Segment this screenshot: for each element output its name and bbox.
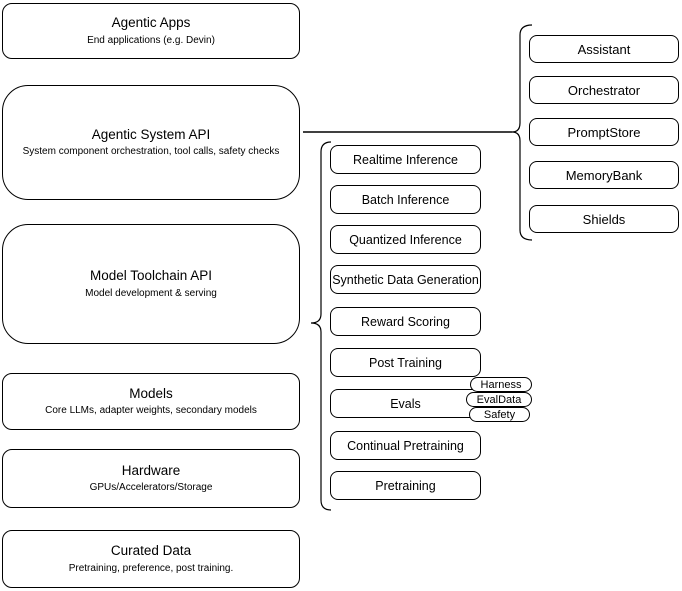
toolchain-item-post-training: Post Training	[330, 348, 481, 377]
box-hardware: Hardware GPUs/Accelerators/Storage	[2, 449, 300, 508]
box-model-toolchain-api: Model Toolchain API Model development & …	[2, 224, 300, 344]
toolchain-item-reward-scoring: Reward Scoring	[330, 307, 481, 336]
box-agentic-apps: Agentic Apps End applications (e.g. Devi…	[2, 3, 300, 59]
system-component-promptstore: PromptStore	[529, 118, 679, 146]
box-agentic-system-api-subtitle: System component orchestration, tool cal…	[22, 146, 280, 158]
box-agentic-apps-title: Agentic Apps	[111, 15, 191, 31]
system-component-assistant: Assistant	[529, 35, 679, 63]
toolchain-item-pretraining: Pretraining	[330, 471, 481, 500]
system-component-memorybank: MemoryBank	[529, 161, 679, 189]
toolchain-item-batch-inference: Batch Inference	[330, 185, 481, 214]
system-component-shields: Shields	[529, 205, 679, 233]
box-curated-data-title: Curated Data	[110, 543, 192, 559]
box-agentic-apps-subtitle: End applications (e.g. Devin)	[87, 34, 215, 46]
box-curated-data: Curated Data Pretraining, preference, po…	[2, 530, 300, 588]
box-agentic-system-api: Agentic System API System component orch…	[2, 85, 300, 200]
toolchain-item-quantized-inference: Quantized Inference	[330, 225, 481, 254]
box-models-title: Models	[129, 385, 173, 401]
eval-tag-evaldata: EvalData	[466, 392, 532, 407]
eval-tag-safety: Safety	[469, 407, 530, 422]
box-models-subtitle: Core LLMs, adapter weights, secondary mo…	[45, 405, 257, 417]
box-hardware-title: Hardware	[121, 462, 181, 478]
toolchain-item-evals: Evals	[330, 389, 481, 418]
toolchain-item-realtime-inference: Realtime Inference	[330, 145, 481, 174]
box-model-toolchain-api-subtitle: Model development & serving	[85, 287, 217, 299]
toolchain-brace	[310, 141, 332, 511]
box-hardware-subtitle: GPUs/Accelerators/Storage	[89, 482, 213, 494]
eval-tag-harness: Harness	[470, 377, 532, 392]
system-component-orchestrator: Orchestrator	[529, 76, 679, 104]
box-models: Models Core LLMs, adapter weights, secon…	[2, 373, 300, 430]
toolchain-item-synthetic-data-generation: Synthetic Data Generation	[330, 265, 481, 294]
toolchain-item-continual-pretraining: Continual Pretraining	[330, 431, 481, 460]
box-curated-data-subtitle: Pretraining, preference, post training.	[68, 562, 234, 574]
box-model-toolchain-api-title: Model Toolchain API	[89, 268, 213, 284]
box-agentic-system-api-title: Agentic System API	[91, 126, 211, 142]
